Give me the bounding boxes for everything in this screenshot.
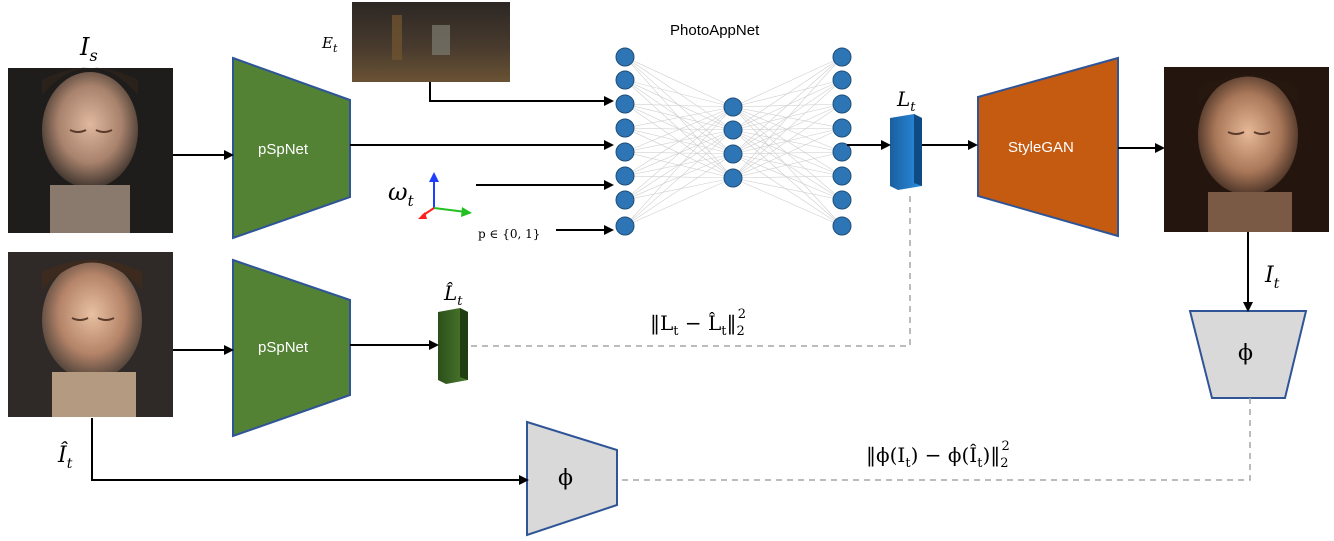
network-node	[723, 168, 743, 188]
network-edge	[732, 56, 843, 131]
network-edge	[732, 106, 843, 177]
network-edge	[732, 151, 843, 179]
p-set-label: p ∈ {0, 1}	[478, 227, 540, 241]
network-edge	[732, 106, 843, 153]
pspnet-encoder-bottom: pSpNet	[232, 258, 351, 438]
network-node	[832, 190, 852, 210]
network-edge	[624, 103, 734, 108]
network-edge	[624, 129, 734, 201]
network-node	[832, 47, 852, 67]
network-node	[723, 144, 743, 164]
network-edge	[732, 177, 843, 227]
network-edge	[732, 127, 843, 179]
perceptual-loss-label: ‖ϕ(It) − ϕ(Ît)‖22	[866, 439, 1010, 471]
phi-bottom-label: ϕ	[558, 466, 573, 491]
phi-network-right: ϕ	[1188, 310, 1308, 399]
network-edge	[624, 129, 734, 153]
network-node	[615, 142, 635, 162]
network-node	[832, 142, 852, 162]
network-node	[615, 70, 635, 90]
network-node	[615, 47, 635, 67]
network-edge	[732, 177, 843, 201]
network-edge	[624, 79, 734, 131]
network-edge	[624, 127, 734, 131]
network-edge	[732, 56, 843, 179]
network-edge	[624, 129, 734, 177]
network-edge	[732, 56, 843, 108]
network-edge	[732, 79, 843, 155]
network-edge	[624, 79, 734, 108]
network-edge	[732, 79, 843, 179]
phi-network-bottom: ϕ	[526, 420, 618, 537]
network-node	[832, 118, 852, 138]
network-edge	[624, 106, 734, 177]
light-latent-hat-label: L̂t	[443, 281, 463, 309]
source-image-label: Is	[79, 33, 98, 65]
network-edge	[624, 153, 734, 227]
network-edge	[624, 103, 734, 131]
photoappnet-network	[624, 56, 843, 227]
network-node	[832, 70, 852, 90]
network-node	[615, 166, 635, 186]
latent-loss-label: ‖Lt − L̂t‖22	[650, 307, 746, 339]
network-node	[615, 190, 635, 210]
network-edge	[624, 106, 734, 153]
light-latent-label: Lt	[896, 87, 916, 115]
light-latent-hat-bar	[438, 308, 468, 384]
stylegan-generator: StyleGAN	[977, 56, 1119, 238]
network-node	[723, 97, 743, 117]
network-edge	[624, 106, 734, 129]
network-edge	[732, 106, 843, 227]
network-edge	[624, 56, 734, 108]
network-edge	[624, 153, 734, 201]
stylegan-label: StyleGAN	[1008, 139, 1074, 156]
pspnet-encoder-top: pSpNet	[232, 56, 351, 240]
phi-right-label: ϕ	[1238, 341, 1253, 366]
network-edge	[732, 103, 843, 179]
network-edge	[732, 175, 843, 179]
target-image-hat-label: Ît	[57, 441, 73, 472]
network-node	[615, 118, 635, 138]
network-edge	[624, 106, 734, 227]
xyz-axes-icon	[418, 172, 472, 219]
network-edge	[732, 79, 843, 131]
light-latent-bar	[890, 114, 922, 190]
pspnet-top-label: pSpNet	[258, 141, 309, 158]
photoappnet-nodes	[615, 47, 852, 236]
network-node	[615, 94, 635, 114]
network-edge	[732, 129, 843, 227]
network-node	[832, 216, 852, 236]
omega-label: ωt	[388, 178, 415, 210]
flow-arrows	[91, 82, 1253, 485]
environment-map-photo	[352, 2, 510, 82]
pspnet-bottom-label: pSpNet	[258, 339, 309, 356]
diagram-title: PhotoAppNet	[670, 22, 760, 39]
face-photo-target	[8, 252, 173, 417]
network-edge	[624, 177, 734, 227]
network-edge	[624, 129, 734, 227]
network-node	[832, 166, 852, 186]
loss-connectors	[470, 196, 1251, 481]
network-edge	[624, 177, 734, 201]
network-edge	[732, 106, 843, 201]
network-node	[832, 94, 852, 114]
face-photo-output	[1164, 67, 1329, 232]
network-node	[723, 120, 743, 140]
output-image-label: It	[1264, 263, 1280, 292]
network-edge	[732, 56, 843, 155]
network-node	[615, 216, 635, 236]
network-edge	[624, 106, 734, 201]
face-photo-source	[8, 67, 173, 233]
env-map-label: Et	[321, 34, 338, 55]
